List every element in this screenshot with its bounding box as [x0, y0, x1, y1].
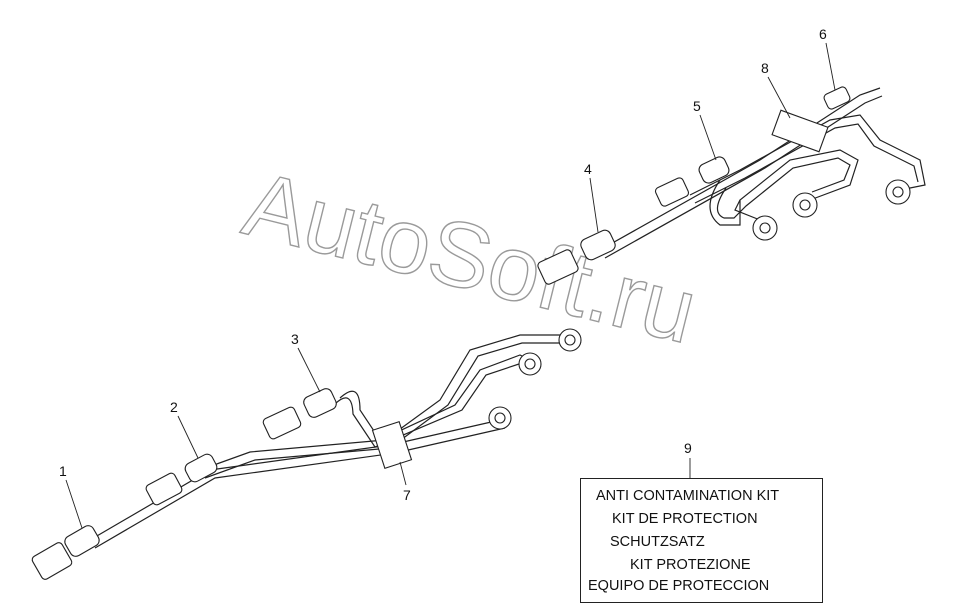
kit-line-spanish: EQUIPO DE PROTECCION [588, 578, 770, 594]
callout-2: 2 [170, 399, 178, 415]
kit-description-box: ANTI CONTAMINATION KIT KIT DE PROTECTION… [580, 478, 823, 603]
callout-9: 9 [684, 440, 692, 456]
connector-part-5 [654, 156, 730, 207]
upper-pipe-assembly [537, 86, 926, 285]
connector-part-2 [145, 453, 218, 506]
lower-pipe-assembly [31, 328, 582, 580]
connector-part-1 [31, 525, 100, 580]
kit-line-german: SCHUTZSATZ [610, 534, 705, 550]
callout-6: 6 [819, 26, 827, 42]
connector-part-4 [537, 229, 616, 285]
connector-part-3 [262, 388, 337, 440]
callout-5: 5 [693, 98, 701, 114]
callout-8: 8 [761, 60, 769, 76]
clip-part-8 [771, 109, 829, 153]
connector-part-6 [823, 86, 851, 110]
kit-line-french: KIT DE PROTECTION [612, 511, 758, 527]
callout-7: 7 [403, 487, 411, 503]
callout-1: 1 [59, 463, 67, 479]
callout-3: 3 [291, 331, 299, 347]
kit-line-italian: KIT PROTEZIONE [630, 557, 751, 573]
kit-line-english: ANTI CONTAMINATION KIT [596, 488, 780, 504]
callout-labels: 1 2 3 4 5 6 7 8 9 [59, 26, 827, 503]
leader-lines [65, 42, 836, 529]
watermark-text: AutoSoft.ru [235, 153, 706, 363]
clip-part-7 [371, 420, 413, 470]
callout-4: 4 [584, 161, 592, 177]
